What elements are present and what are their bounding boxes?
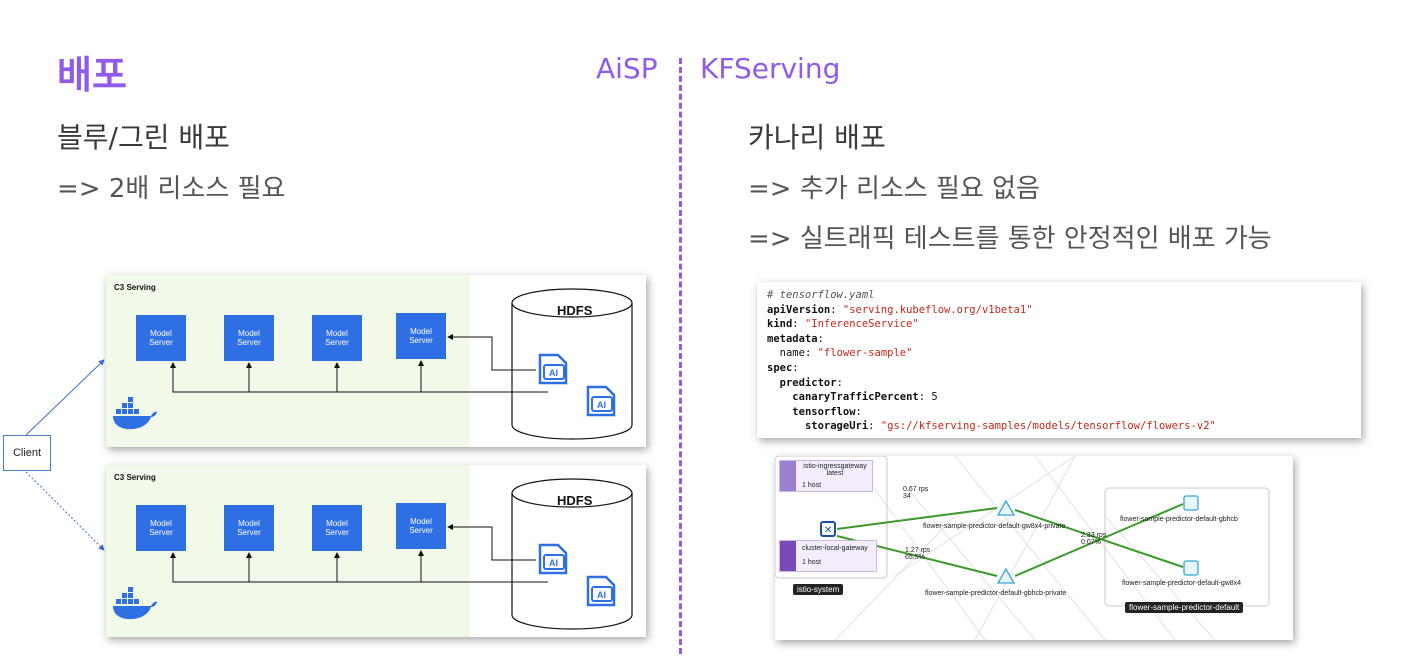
- yaml-code-panel: # tensorflow.yaml apiVersion: "serving.k…: [757, 282, 1361, 438]
- serving-zone: [106, 465, 470, 637]
- code-value: "InferenceService": [804, 318, 919, 331]
- canary-note-1: => 추가 리소스 필요 없음: [748, 174, 1040, 204]
- gateway-icon: [780, 541, 796, 571]
- ai-file-label: AI: [549, 558, 558, 568]
- code-key: predictor: [779, 376, 837, 389]
- model-server: Model Server: [136, 315, 186, 361]
- code-value: "flower-sample": [817, 347, 913, 360]
- local-gateway-label: cluster-local-gateway: [802, 545, 868, 552]
- edge-label-top: 0.67 rps 34: [903, 486, 929, 500]
- vertical-divider: [679, 58, 682, 654]
- client-box: Client: [3, 435, 51, 471]
- code-key: name: [779, 347, 805, 360]
- ingress-gateway-node[interactable]: istio-ingressgateway latest 1 host: [779, 460, 873, 492]
- app-node-label[interactable]: flower-sample-predictor-default-gbhcb: [1120, 516, 1238, 523]
- code-key: storageUri: [804, 420, 869, 433]
- gateway-label: istio-ingressgateway latest: [803, 463, 867, 477]
- code-key: tensorflow: [792, 405, 856, 418]
- code-key: kind: [767, 318, 793, 331]
- serving-label: C3 Serving: [114, 283, 156, 292]
- model-server: Model Server: [224, 315, 274, 361]
- ai-file-icon: AI: [538, 543, 570, 579]
- model-server: Model Server: [312, 505, 362, 551]
- client-arrows: [25, 359, 105, 551]
- canary-subtitle: 카나리 배포: [748, 121, 886, 154]
- kfserving-label: KFServing: [700, 52, 841, 85]
- bluegreen-note: => 2배 리소스 필요: [57, 174, 286, 204]
- bluegreen-subtitle: 블루/그린 배포: [57, 121, 230, 154]
- serving-zone: [106, 275, 470, 447]
- canary-note-2: => 실트래픽 테스트를 통한 안정적인 배포 가능: [748, 224, 1272, 254]
- docker-whale-icon: [112, 587, 158, 625]
- ai-file-icon: AI: [586, 575, 618, 611]
- model-server: Model Server: [396, 503, 446, 549]
- ai-file-icon: AI: [538, 353, 570, 389]
- serving-label: C3 Serving: [114, 473, 156, 482]
- service-node-label[interactable]: flower-sample-predictor-default-gbhcb-pr…: [925, 590, 1067, 597]
- ai-file-icon: AI: [586, 385, 618, 421]
- app-badge: flower-sample-predictor-default: [1125, 602, 1244, 613]
- gateway-icon: [780, 461, 796, 491]
- namespace-badge: istio-system: [793, 584, 844, 595]
- gateway-hosts: 1 host: [802, 482, 822, 489]
- model-server: Model Server: [224, 505, 274, 551]
- service-node-label[interactable]: flower-sample-predictor-default-gw8x4-pr…: [923, 523, 1066, 530]
- serving-panel-bottom: C3 Serving Model Server Model Server Mod…: [106, 465, 646, 637]
- svg-text:✕: ✕: [824, 525, 832, 536]
- code-key: metadata: [767, 332, 818, 345]
- hdfs-label: HDFS: [557, 493, 593, 508]
- edge-label-bottom: 1.27 rps 65.5%: [905, 547, 931, 561]
- edge-label-right: 2.33 rps 0.07%: [1081, 532, 1107, 546]
- local-gateway-hosts: 1 host: [802, 559, 822, 566]
- docker-whale-icon: [112, 397, 158, 435]
- serving-panel-top: C3 Serving Model Server Model Server Mod…: [106, 275, 646, 447]
- model-server: Model Server: [312, 315, 362, 361]
- model-server: Model Server: [136, 505, 186, 551]
- hdfs-label: HDFS: [557, 303, 593, 318]
- app-node-label[interactable]: flower-sample-predictor-default-gw8x4: [1122, 580, 1242, 587]
- local-gateway-node[interactable]: cluster-local-gateway 1 host: [779, 540, 877, 572]
- code-key: spec: [767, 361, 793, 374]
- code-value: "serving.kubeflow.org/v1beta1": [842, 303, 1033, 316]
- code-key: canaryTrafficPercent: [792, 391, 919, 404]
- ai-file-label: AI: [597, 590, 606, 600]
- code-comment: # tensorflow.yaml: [767, 289, 875, 301]
- model-server: Model Server: [396, 313, 446, 359]
- graph-edges: ✕: [775, 456, 1270, 640]
- aisp-label: AiSP: [596, 52, 658, 85]
- ai-file-label: AI: [597, 400, 606, 410]
- code-value: "gs://kfserving-samples/models/tensorflo…: [880, 420, 1216, 433]
- ai-file-label: AI: [549, 368, 558, 378]
- kiali-graph-panel: ✕ istio-ingressgateway latest 1 host clu…: [775, 456, 1293, 640]
- code-value: 5: [931, 391, 938, 404]
- code-key: apiVersion: [767, 303, 831, 316]
- slide-title: 배포: [57, 53, 127, 97]
